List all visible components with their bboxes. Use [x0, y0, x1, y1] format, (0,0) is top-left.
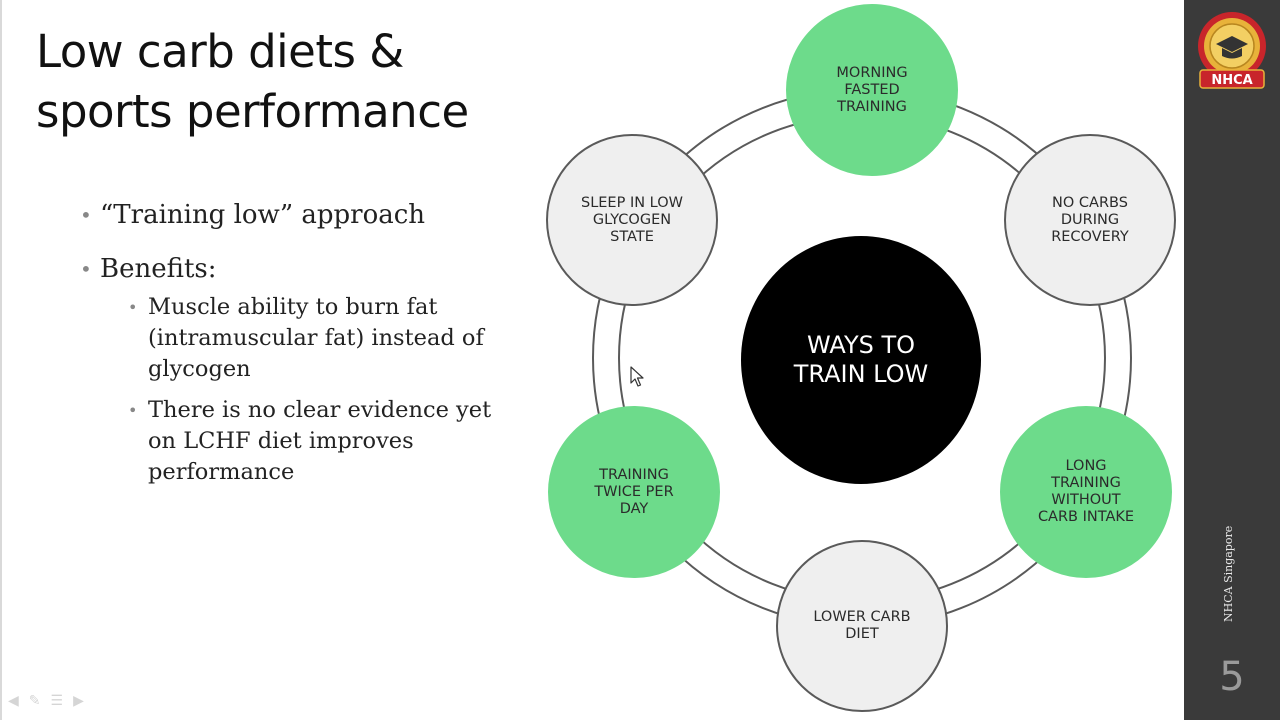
- logo-text: NHCA: [1211, 73, 1252, 88]
- diagram-node-no-carbs-during-recovery: NO CARBS DURING RECOVERY: [1004, 134, 1176, 306]
- slide: Low carb diets & sports performance • “T…: [0, 0, 1184, 720]
- sub-bullet-item: • Muscle ability to burn fat (intramuscu…: [128, 292, 500, 385]
- sub-bullet-item: • There is no clear evidence yet on LCHF…: [128, 395, 500, 488]
- sub-bullet-list: • Muscle ability to burn fat (intramuscu…: [128, 292, 500, 488]
- previous-slide-icon[interactable]: ◀: [8, 692, 19, 708]
- bullet-dot-icon: •: [80, 203, 92, 227]
- diagram-center-circle: WAYS TO TRAIN LOW: [741, 236, 981, 484]
- next-slide-icon[interactable]: ▶: [73, 692, 84, 708]
- org-label: NHCA Singapore: [1222, 526, 1280, 622]
- pen-icon[interactable]: ✎: [28, 692, 41, 708]
- slide-sidebar: NHCA: [1184, 0, 1280, 720]
- page-number: 5: [1219, 654, 1245, 700]
- diagram-node-training-twice-per-day: TRAINING TWICE PER DAY: [548, 406, 720, 578]
- ways-to-train-low-diagram: WAYS TO TRAIN LOW MORNING FASTED TRAININ…: [540, 0, 1184, 720]
- bullet-dot-icon: •: [80, 257, 92, 281]
- diagram-node-morning-fasted-training: MORNING FASTED TRAINING: [786, 4, 958, 176]
- menu-icon[interactable]: ☰: [50, 692, 64, 708]
- bullet-text: “Training low” approach: [100, 200, 426, 230]
- slide-left-edge: [0, 0, 2, 720]
- sub-bullet-text: There is no clear evidence yet on LCHF d…: [148, 397, 492, 485]
- sub-bullet-text: Muscle ability to burn fat (intramuscula…: [148, 294, 484, 382]
- slide-title: Low carb diets & sports performance: [36, 25, 469, 138]
- slideshow-nav-controls[interactable]: ◀ ✎ ☰ ▶: [8, 692, 84, 709]
- bullet-dot-icon: •: [128, 298, 138, 317]
- diagram-node-sleep-in-low-glycogen: SLEEP IN LOW GLYCOGEN STATE: [546, 134, 718, 306]
- bullet-item: • Benefits: • Muscle ability to burn fat…: [80, 252, 500, 488]
- mouse-pointer-icon: [630, 366, 644, 387]
- bullet-item: • “Training low” approach: [80, 198, 500, 232]
- bullet-list: • “Training low” approach • Benefits: • …: [80, 198, 500, 508]
- diagram-node-long-training-without-carb: LONG TRAINING WITHOUT CARB INTAKE: [1000, 406, 1172, 578]
- bullet-dot-icon: •: [128, 401, 138, 420]
- nhca-logo: NHCA: [1198, 12, 1266, 89]
- bullet-text: Benefits:: [100, 254, 217, 284]
- diagram-node-lower-carb-diet: LOWER CARB DIET: [776, 540, 948, 712]
